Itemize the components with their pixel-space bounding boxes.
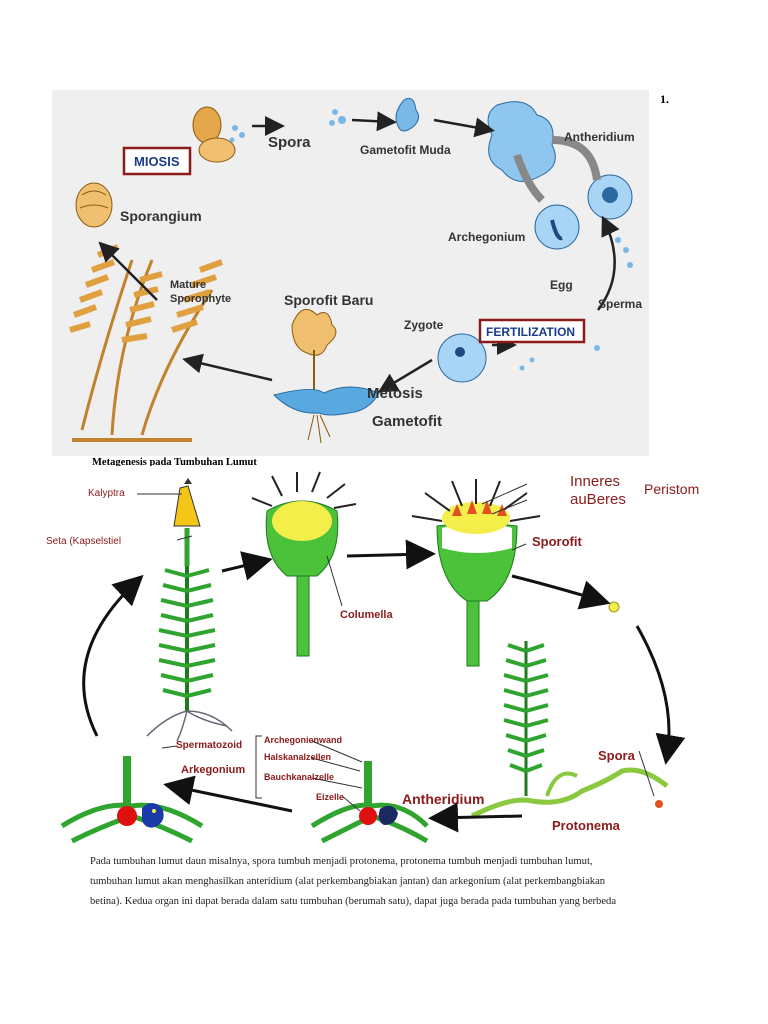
egg-label: Egg bbox=[550, 278, 573, 292]
young-moss-protonema bbox=[470, 641, 669, 819]
body-paragraph: Pada tumbuhan lumut daun misalnya, spora… bbox=[90, 852, 676, 912]
gametofit-label: Gametofit bbox=[372, 413, 442, 430]
antheridium-plant bbox=[310, 761, 429, 844]
figure-caption: Metagenesis pada Tumbuhan Lumut bbox=[92, 457, 257, 468]
fertilization-box bbox=[478, 318, 586, 344]
kalyptra-label: Kalyptra bbox=[88, 488, 125, 499]
sperma-label: Sperma bbox=[598, 297, 642, 311]
page-number: 1. bbox=[660, 92, 669, 106]
auberes-label: auBeres bbox=[570, 491, 626, 508]
spores-icon bbox=[329, 109, 346, 126]
antheridium-icon bbox=[587, 174, 633, 268]
metosis-label: Metosis bbox=[367, 385, 423, 402]
spermatozoid-label: Spermatozoid bbox=[176, 740, 242, 751]
archegonium-icon bbox=[534, 204, 580, 250]
antheridium-label: Antheridium bbox=[564, 130, 635, 144]
miosis-label: MIOSIS bbox=[134, 154, 180, 169]
mature-label: Mature bbox=[170, 279, 206, 291]
bauchkanalzelle-label: Bauchkanalzelle bbox=[264, 772, 334, 782]
arkegonium-label: Arkegonium bbox=[181, 764, 245, 776]
arrow-to-antheridium bbox=[551, 136, 601, 181]
metagenesis-figure: MIOSIS FERTILIZATION Spora Gametofit Mud… bbox=[52, 90, 649, 456]
moss-cycle-arrows bbox=[82, 539, 686, 833]
sporophyte-label: Sporophyte bbox=[170, 293, 231, 305]
moss-life-cycle-figure: Kalyptra Seta (Kapselstiel Columella Inn… bbox=[42, 466, 718, 854]
sporangium-label: Sporangium bbox=[120, 208, 202, 224]
archegonienwand-label: Archegonienwand bbox=[264, 735, 342, 745]
sporofit-baru-label: Sporofit Baru bbox=[284, 292, 373, 308]
archegonium-label: Archegonium bbox=[448, 230, 525, 244]
moss-plant-with-sporophyte bbox=[146, 478, 233, 742]
paragraph-line-3: betina). Kedua organ ini dapat berada da… bbox=[90, 896, 617, 907]
gametophyte-icon bbox=[273, 386, 380, 444]
inneres-label: Inneres bbox=[570, 473, 620, 490]
paragraph-line-1: Pada tumbuhan lumut daun misalnya, spora… bbox=[90, 856, 593, 867]
spore-dot bbox=[608, 601, 620, 613]
miosis-box bbox=[122, 146, 192, 176]
arrow-to-archegonium bbox=[513, 153, 545, 203]
paragraph-line-2: tumbuhan lumut akan menghasilkan anterid… bbox=[90, 876, 606, 887]
antheridium-label-fig2: Antheridium bbox=[402, 791, 484, 807]
spora-label: Spora bbox=[268, 134, 311, 151]
halskanalzellen-label: Halskanalzellen bbox=[264, 752, 331, 762]
zygote-icon bbox=[437, 333, 600, 383]
capsule-cross-section bbox=[251, 471, 357, 657]
sporofit-label: Sporofit bbox=[532, 534, 582, 549]
peristom-label: Peristom bbox=[644, 481, 699, 497]
mature-sporophyte-fern-icon bbox=[69, 244, 224, 442]
seta-label: Seta (Kapselstiel bbox=[46, 536, 121, 547]
archegonium-plant bbox=[60, 756, 204, 844]
sporangium-open-icon bbox=[192, 106, 245, 163]
protonema-label: Protonema bbox=[552, 818, 621, 833]
callout-lines bbox=[137, 483, 655, 812]
young-gametophyte-icon bbox=[395, 97, 420, 132]
columella-label: Columella bbox=[340, 609, 393, 621]
gametofit-muda-label: Gametofit Muda bbox=[360, 143, 451, 157]
cycle-arrows bbox=[98, 111, 620, 393]
eizelle-label: Eizelle bbox=[316, 792, 344, 802]
fertilization-label: FERTILIZATION bbox=[486, 325, 575, 339]
sporofit-capsule-peristome bbox=[411, 479, 541, 667]
sporangium-icon bbox=[75, 182, 113, 228]
spora-label-fig2: Spora bbox=[598, 748, 636, 763]
zygote-label: Zygote bbox=[404, 318, 444, 332]
